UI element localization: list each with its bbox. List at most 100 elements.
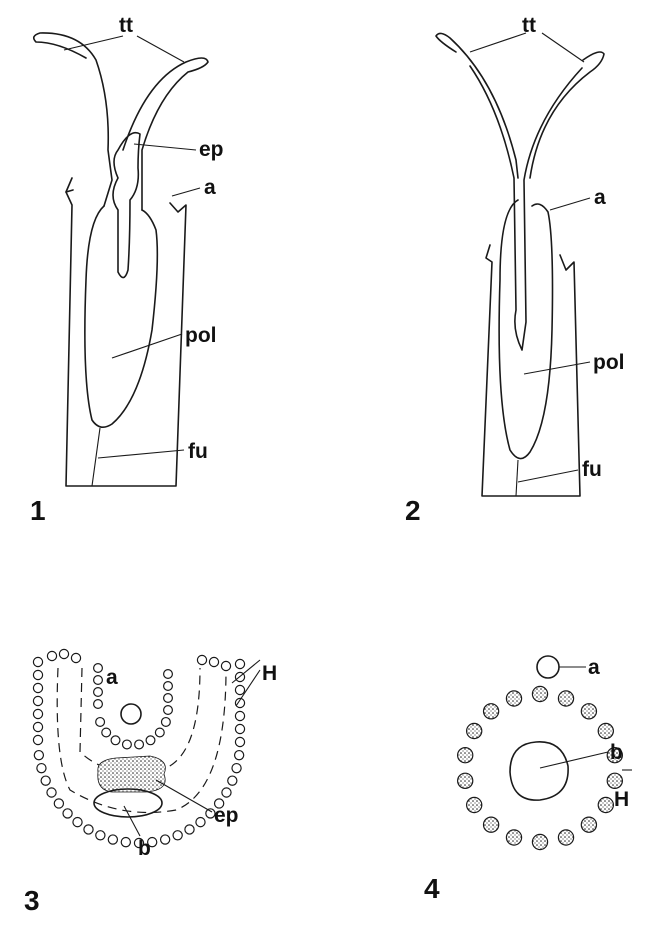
figure-2-number: 2: [405, 495, 421, 526]
figure-3-hair-cell: [232, 764, 241, 773]
figure-2-inner-canal: [470, 66, 582, 350]
figure-4-hair-cell: [467, 723, 482, 738]
figure-1-label-fu: fu: [188, 440, 208, 463]
figure-3-hair-cell: [73, 818, 82, 827]
figure-3-hair-cell: [209, 657, 218, 666]
figure-4-vascular-bundle-a: [537, 656, 559, 678]
figure-3-hair-cell: [94, 700, 103, 709]
figure-3-label-ep: ep: [214, 804, 239, 827]
figure-4-hair-cell: [598, 723, 613, 738]
figure-1-label-pol: pol: [185, 324, 217, 347]
figure-3-hair-cell: [94, 688, 103, 697]
figure-4-hair-cell: [581, 817, 596, 832]
figure-3-hair-cell: [47, 788, 56, 797]
figure-3-hair-cell: [235, 737, 244, 746]
figure-4-hair-cell: [506, 691, 521, 706]
figure-2-tt-leader-left: [470, 33, 526, 52]
figure-2-fu-leader: [518, 470, 578, 482]
figure-3-hair-cell: [33, 657, 42, 666]
figure-3-hair-cell: [33, 696, 42, 705]
figure-3-hair-cell: [185, 825, 194, 834]
figure-3-hair-cell: [33, 709, 42, 718]
figure-3-hair-rings: [33, 649, 244, 847]
figure-1-a-leader: [172, 188, 200, 196]
figure-3-hair-cell: [121, 838, 130, 847]
figure-3-hair-cell: [33, 735, 42, 744]
figure-2-floral-tube: [482, 245, 580, 496]
figure-1-gynoecium-longitudinal: tt ep a pol fu 1: [30, 14, 224, 526]
figure-3-hair-cell: [96, 831, 105, 840]
figure-3-hair-cell: [146, 736, 155, 745]
figure-3-cross-section: a H ep b 3: [24, 649, 277, 916]
figure-3-label-H: H: [262, 662, 277, 685]
figure-3-hair-cell: [164, 670, 173, 679]
figure-4-label-b: b: [610, 741, 623, 764]
figure-1-number: 1: [30, 495, 46, 526]
figure-4-label-H: H: [614, 788, 629, 811]
figure-4-hair-cell: [484, 704, 499, 719]
figure-4-hair-cell: [532, 686, 547, 701]
figure-3-hair-cell: [235, 724, 244, 733]
figure-3-hair-cell: [34, 751, 43, 760]
figure-4-hair-cell: [458, 773, 473, 788]
figure-3-hair-cell: [33, 683, 42, 692]
figure-4-number: 4: [424, 873, 440, 904]
figure-3-epidermal-pad: [98, 756, 166, 792]
figure-3-hair-cell: [111, 736, 120, 745]
figure-3-hair-cell: [164, 682, 173, 691]
figure-3-hair-cell: [94, 676, 103, 685]
figure-3-hair-cell: [161, 718, 170, 727]
figure-3-hair-cell: [84, 825, 93, 834]
figure-4-hair-cell: [558, 830, 573, 845]
figure-3-hair-cell: [63, 809, 72, 818]
figure-4-hair-cell: [598, 797, 613, 812]
figure-3-hair-cell: [197, 655, 206, 664]
figure-3-number: 3: [24, 885, 40, 916]
figure-3-hair-cell: [94, 664, 103, 673]
figure-1-floral-tube: [66, 178, 186, 486]
figure-1-stigma-right: [123, 58, 208, 210]
figure-4-hair-cell: [458, 748, 473, 763]
figure-1-label-a: a: [204, 176, 216, 199]
figure-1-epidermal-protrusion: [113, 133, 140, 278]
figure-3-hair-cell: [71, 653, 80, 662]
figure-2-a-leader: [550, 198, 590, 210]
figure-3-hair-cell: [228, 776, 237, 785]
figure-3-hair-cell: [235, 711, 244, 720]
figure-2-stigma-right: [530, 52, 604, 178]
figure-4-body-b: [510, 742, 568, 800]
figure-4-b-leader: [540, 752, 608, 768]
figure-3-hair-cell: [135, 740, 144, 749]
figure-3-hair-cell: [164, 706, 173, 715]
figure-3-label-b: b: [138, 837, 151, 860]
figure-3-hair-cell: [235, 685, 244, 694]
figure-1-tt-leader-right: [137, 36, 184, 62]
figure-2-pol-leader: [524, 362, 590, 374]
figure-4-hair-cell: [484, 817, 499, 832]
figure-3-hair-cell: [222, 788, 231, 797]
figure-4-label-a: a: [588, 656, 600, 679]
figure-3-hair-cell: [196, 818, 205, 827]
figure-4-hair-cell: [532, 834, 547, 849]
figure-3-hair-cell: [235, 751, 244, 760]
figure-2-label-fu: fu: [582, 458, 602, 481]
figure-4-hair-cell: [467, 797, 482, 812]
figure-4-hair-cell: [506, 830, 521, 845]
figure-4-hair-cell: [607, 773, 622, 788]
figure-2-label-a: a: [594, 186, 606, 209]
figure-3-vascular-bundle-a: [121, 704, 141, 724]
figure-3-hair-cell: [108, 835, 117, 844]
figure-2-label-pol: pol: [593, 351, 625, 374]
figure-2-ovule-cavity: [499, 200, 552, 459]
figure-3-hair-cell: [102, 728, 111, 737]
figure-3-hair-cell: [123, 740, 132, 749]
figure-3-hair-cell: [164, 694, 173, 703]
figure-2-funiculus: [516, 460, 518, 496]
figure-3-hair-cell: [173, 831, 182, 840]
figure-3-hair-cell: [161, 835, 170, 844]
figure-3-hair-cell: [47, 651, 56, 660]
figure-1-fu-leader: [98, 450, 184, 458]
figure-1-label-ep: ep: [199, 138, 224, 161]
figure-3-hair-cell: [155, 728, 164, 737]
